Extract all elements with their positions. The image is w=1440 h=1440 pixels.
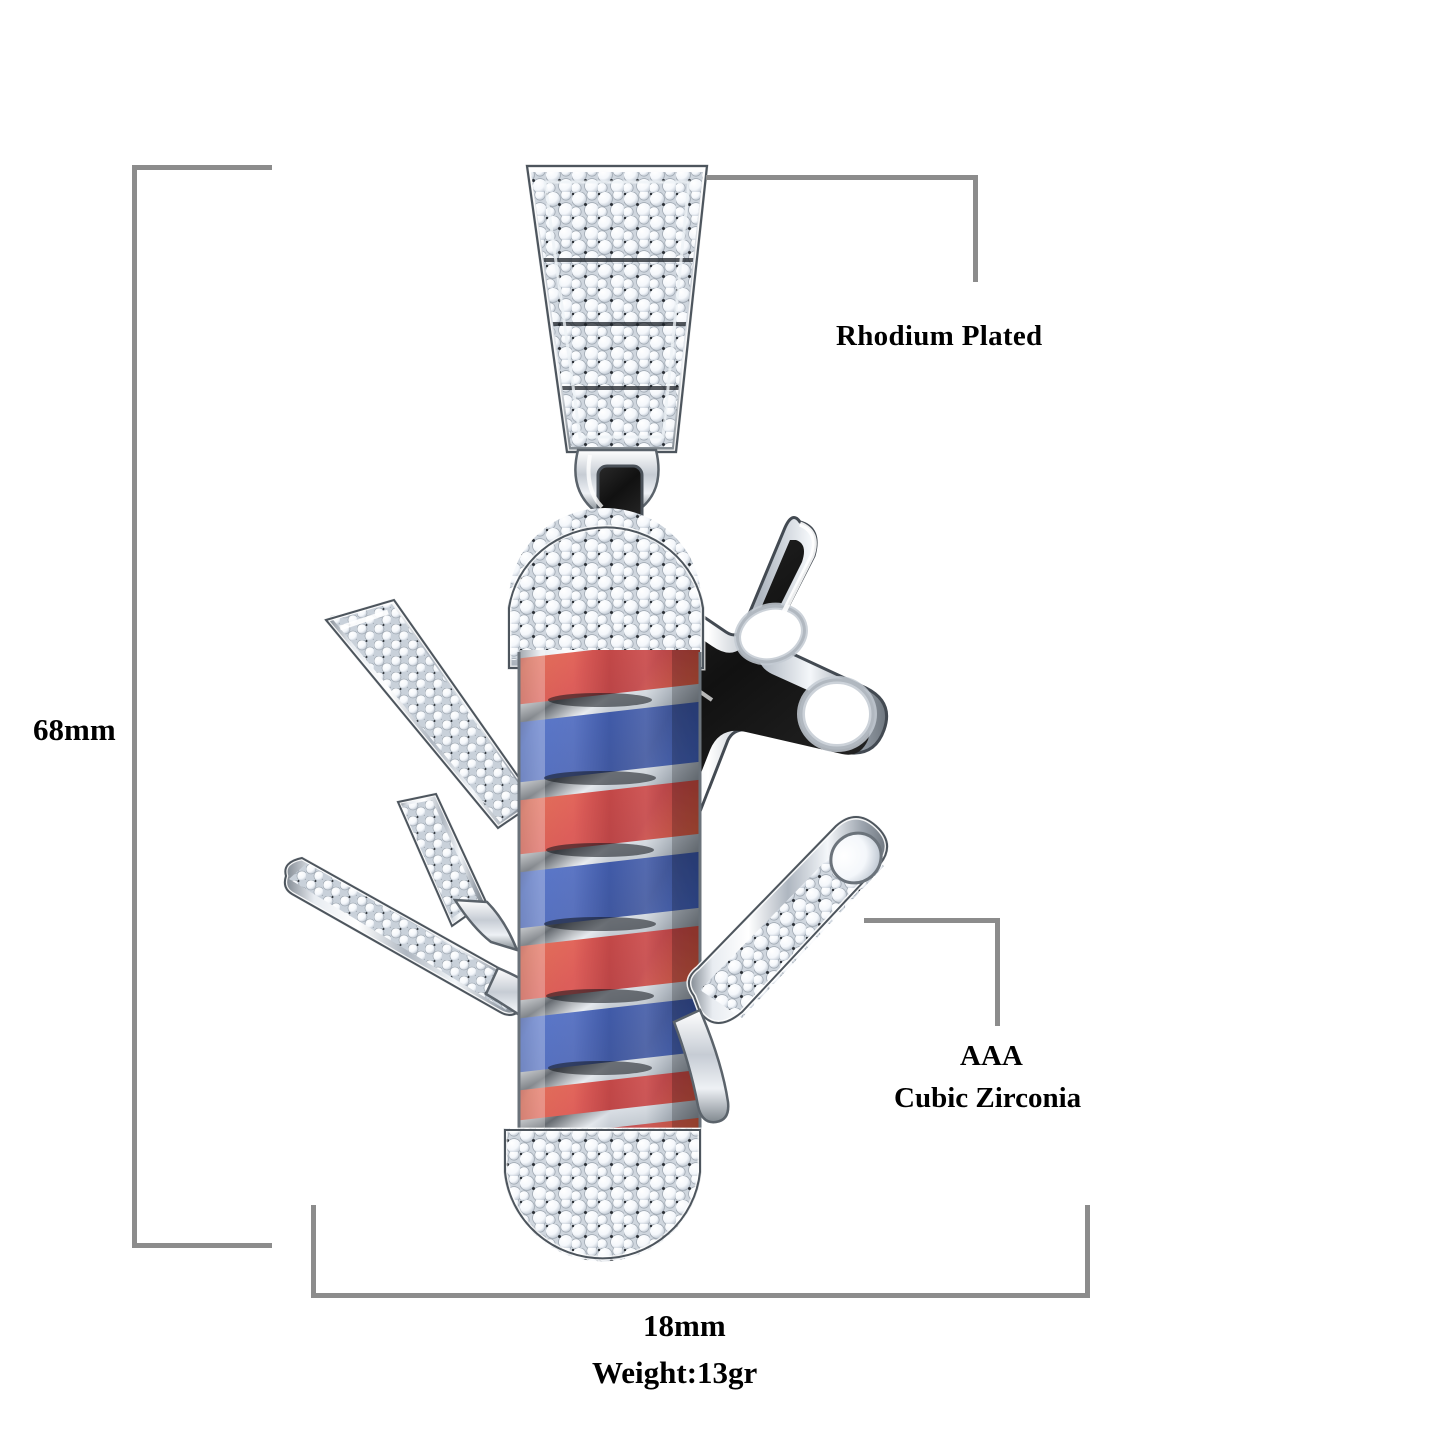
width-bracket-left	[311, 1205, 316, 1298]
top-dome-cap	[506, 508, 706, 671]
height-bracket-spine	[132, 165, 137, 1248]
width-dimension-label: 18mm	[643, 1308, 726, 1343]
rhodium-leader-vertical	[973, 175, 978, 282]
striped-pole	[517, 650, 702, 1150]
height-bracket-top	[132, 165, 272, 170]
height-bracket-bottom	[132, 1243, 272, 1248]
weight-label: Weight:13gr	[592, 1355, 758, 1390]
right-razor	[672, 814, 890, 1124]
stone-grade-label: AAA	[960, 1040, 1023, 1072]
rhodium-leader-horizontal	[706, 175, 978, 180]
height-dimension-label: 68mm	[33, 712, 116, 747]
bail-connector	[574, 448, 660, 532]
width-bracket-right	[1085, 1205, 1090, 1298]
width-bracket-bottom	[311, 1293, 1090, 1298]
rhodium-plated-label: Rhodium Plated	[836, 320, 1043, 352]
cz-leader-vertical	[995, 918, 1000, 1026]
bottom-dome-cap	[502, 1127, 703, 1262]
cz-leader-horizontal	[864, 918, 1000, 923]
pendant-bail	[524, 163, 710, 455]
stone-type-label: Cubic Zirconia	[894, 1082, 1082, 1114]
